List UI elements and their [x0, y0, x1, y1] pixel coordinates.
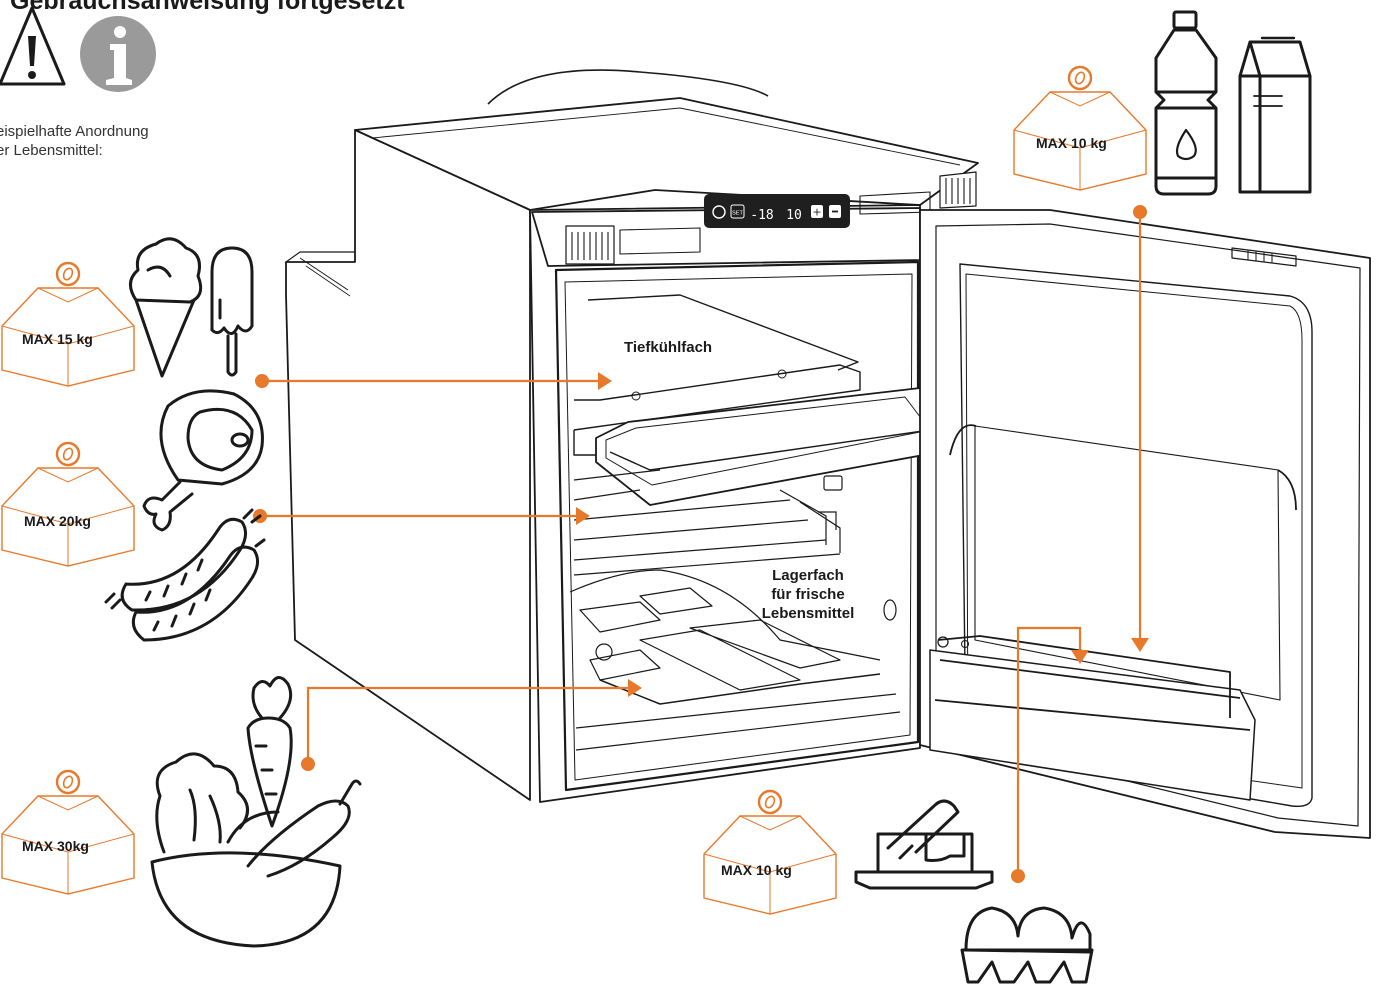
weight-icon-30kg [0, 769, 136, 896]
pointer-lines [260, 212, 1142, 876]
vegetable-bowl-icon [150, 752, 342, 948]
warning-triangle-icon [0, 6, 66, 86]
milk-carton-icon [1238, 36, 1312, 194]
carrot-icon [246, 676, 293, 828]
weight-label-20kg: MAX 20kg [24, 513, 91, 529]
wire-shelf [573, 469, 843, 576]
eggplant-icon [246, 779, 362, 878]
fridge-door [919, 209, 1371, 839]
butter-dish-icon [854, 799, 994, 890]
weight-icon-15kg [0, 261, 136, 388]
weight-label-10kg-top: MAX 10 kg [1036, 135, 1107, 151]
popsicle-icon [210, 246, 254, 377]
sausages-icon [104, 508, 266, 642]
fresh-label-line-1: Lagerfach [772, 567, 844, 584]
page-title: Gebrauchsanweisung fortgesetzt [10, 0, 405, 15]
weight-label-30kg: MAX 30kg [22, 838, 89, 854]
info-icon [80, 16, 156, 92]
fridge-temp-readout: 10 [786, 208, 802, 223]
set-label: SET [732, 211, 743, 217]
egg-carton-icon [960, 906, 1094, 984]
intro-line-1: eispielhafte Anordnung [0, 123, 149, 140]
fresh-label-line-2: für frische [771, 586, 845, 603]
weight-icon-20kg [0, 441, 136, 568]
fresh-compartment-label: Lagerfach für frische Lebensmittel [746, 566, 870, 623]
ham-icon [142, 389, 264, 532]
intro-line-2: er Lebensmittel: [0, 142, 103, 159]
control-panel: SET -18 10 + [704, 194, 850, 228]
ice-cream-cone-icon [129, 237, 203, 378]
weight-icon-10kg-top [1012, 65, 1148, 192]
weight-icon-10kg-bottom [702, 789, 838, 916]
intro-text: eispielhafte Anordnung er Lebensmittel: [0, 122, 226, 160]
svg-text:+: + [812, 206, 821, 219]
water-bottle-icon [1154, 10, 1218, 196]
weight-label-15kg: MAX 15 kg [22, 331, 93, 347]
weight-label-10kg-bottom: MAX 10 kg [721, 862, 792, 878]
fresh-label-line-3: Lebensmittel [761, 605, 855, 622]
freezer-label: Tiefkühlfach [624, 339, 713, 356]
freezer-temp-readout: -18 [750, 208, 773, 223]
